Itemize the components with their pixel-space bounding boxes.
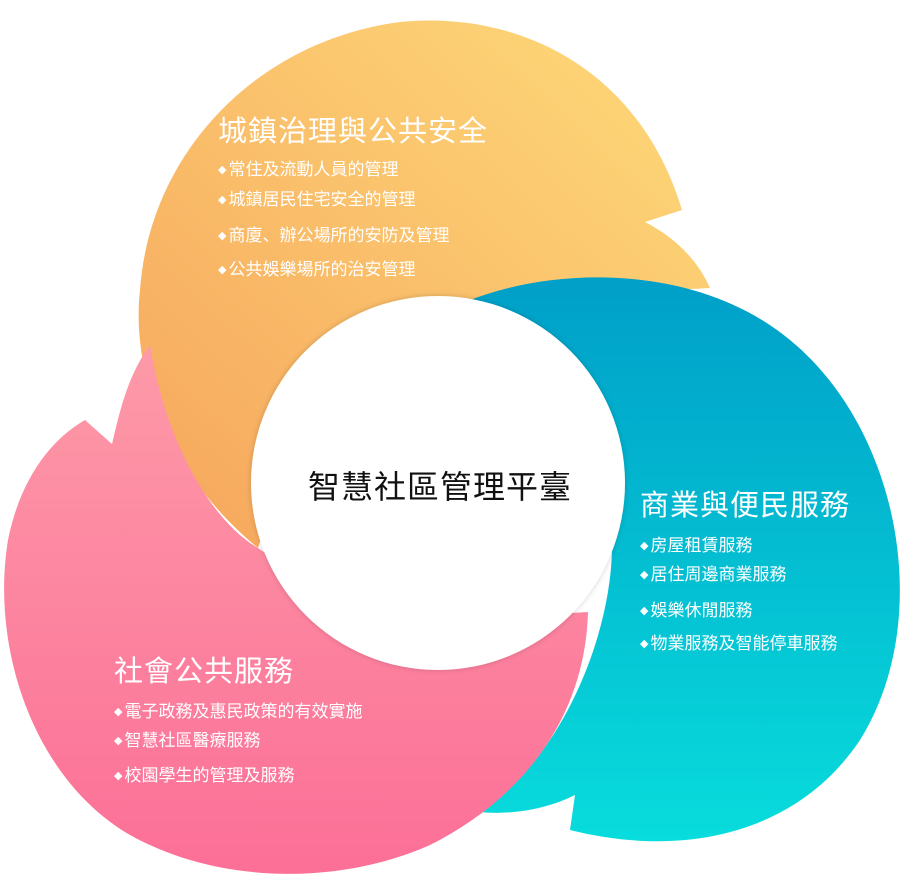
- diamond-bullet-icon: ◆: [218, 229, 227, 242]
- diamond-bullet-icon: ◆: [640, 568, 649, 581]
- diamond-bullet-icon: ◆: [640, 539, 649, 552]
- business-item: ◆物業服務及智能停車服務: [640, 634, 838, 654]
- center-circle: [251, 296, 625, 670]
- business-item: ◆房屋租賃服務: [640, 536, 753, 556]
- urban-item: ◆公共娛樂場所的治安管理: [218, 260, 416, 280]
- urban-item: ◆城鎮居民住宅安全的管理: [218, 190, 416, 210]
- diamond-bullet-icon: ◆: [114, 705, 123, 718]
- urban-item: ◆常住及流動人員的管理: [218, 160, 399, 180]
- diamond-bullet-icon: ◆: [218, 193, 227, 206]
- diamond-bullet-icon: ◆: [640, 637, 649, 650]
- social-item: ◆校園學生的管理及服務: [114, 766, 295, 786]
- diamond-bullet-icon: ◆: [640, 604, 649, 617]
- business-blob: [470, 277, 900, 842]
- diamond-bullet-icon: ◆: [218, 163, 227, 176]
- social-section-title: 社會公共服務: [114, 654, 295, 688]
- business-item: ◆娛樂休閒服務: [640, 601, 753, 621]
- urban-section-title: 城鎮治理與公共安全: [218, 114, 489, 148]
- business-section-title: 商業與便民服務: [640, 488, 851, 522]
- social-blob: [4, 345, 589, 874]
- diamond-bullet-icon: ◆: [218, 263, 227, 276]
- social-item: ◆電子政務及惠民政策的有效實施: [114, 702, 363, 722]
- social-item: ◆智慧社區醫療服務: [114, 731, 261, 751]
- urban-item: ◆商廈、辦公場所的安防及管理: [218, 226, 450, 246]
- diamond-bullet-icon: ◆: [114, 734, 123, 747]
- diamond-bullet-icon: ◆: [114, 769, 123, 782]
- center-title: 智慧社區管理平臺: [307, 468, 572, 506]
- business-item: ◆居住周邊商業服務: [640, 565, 787, 585]
